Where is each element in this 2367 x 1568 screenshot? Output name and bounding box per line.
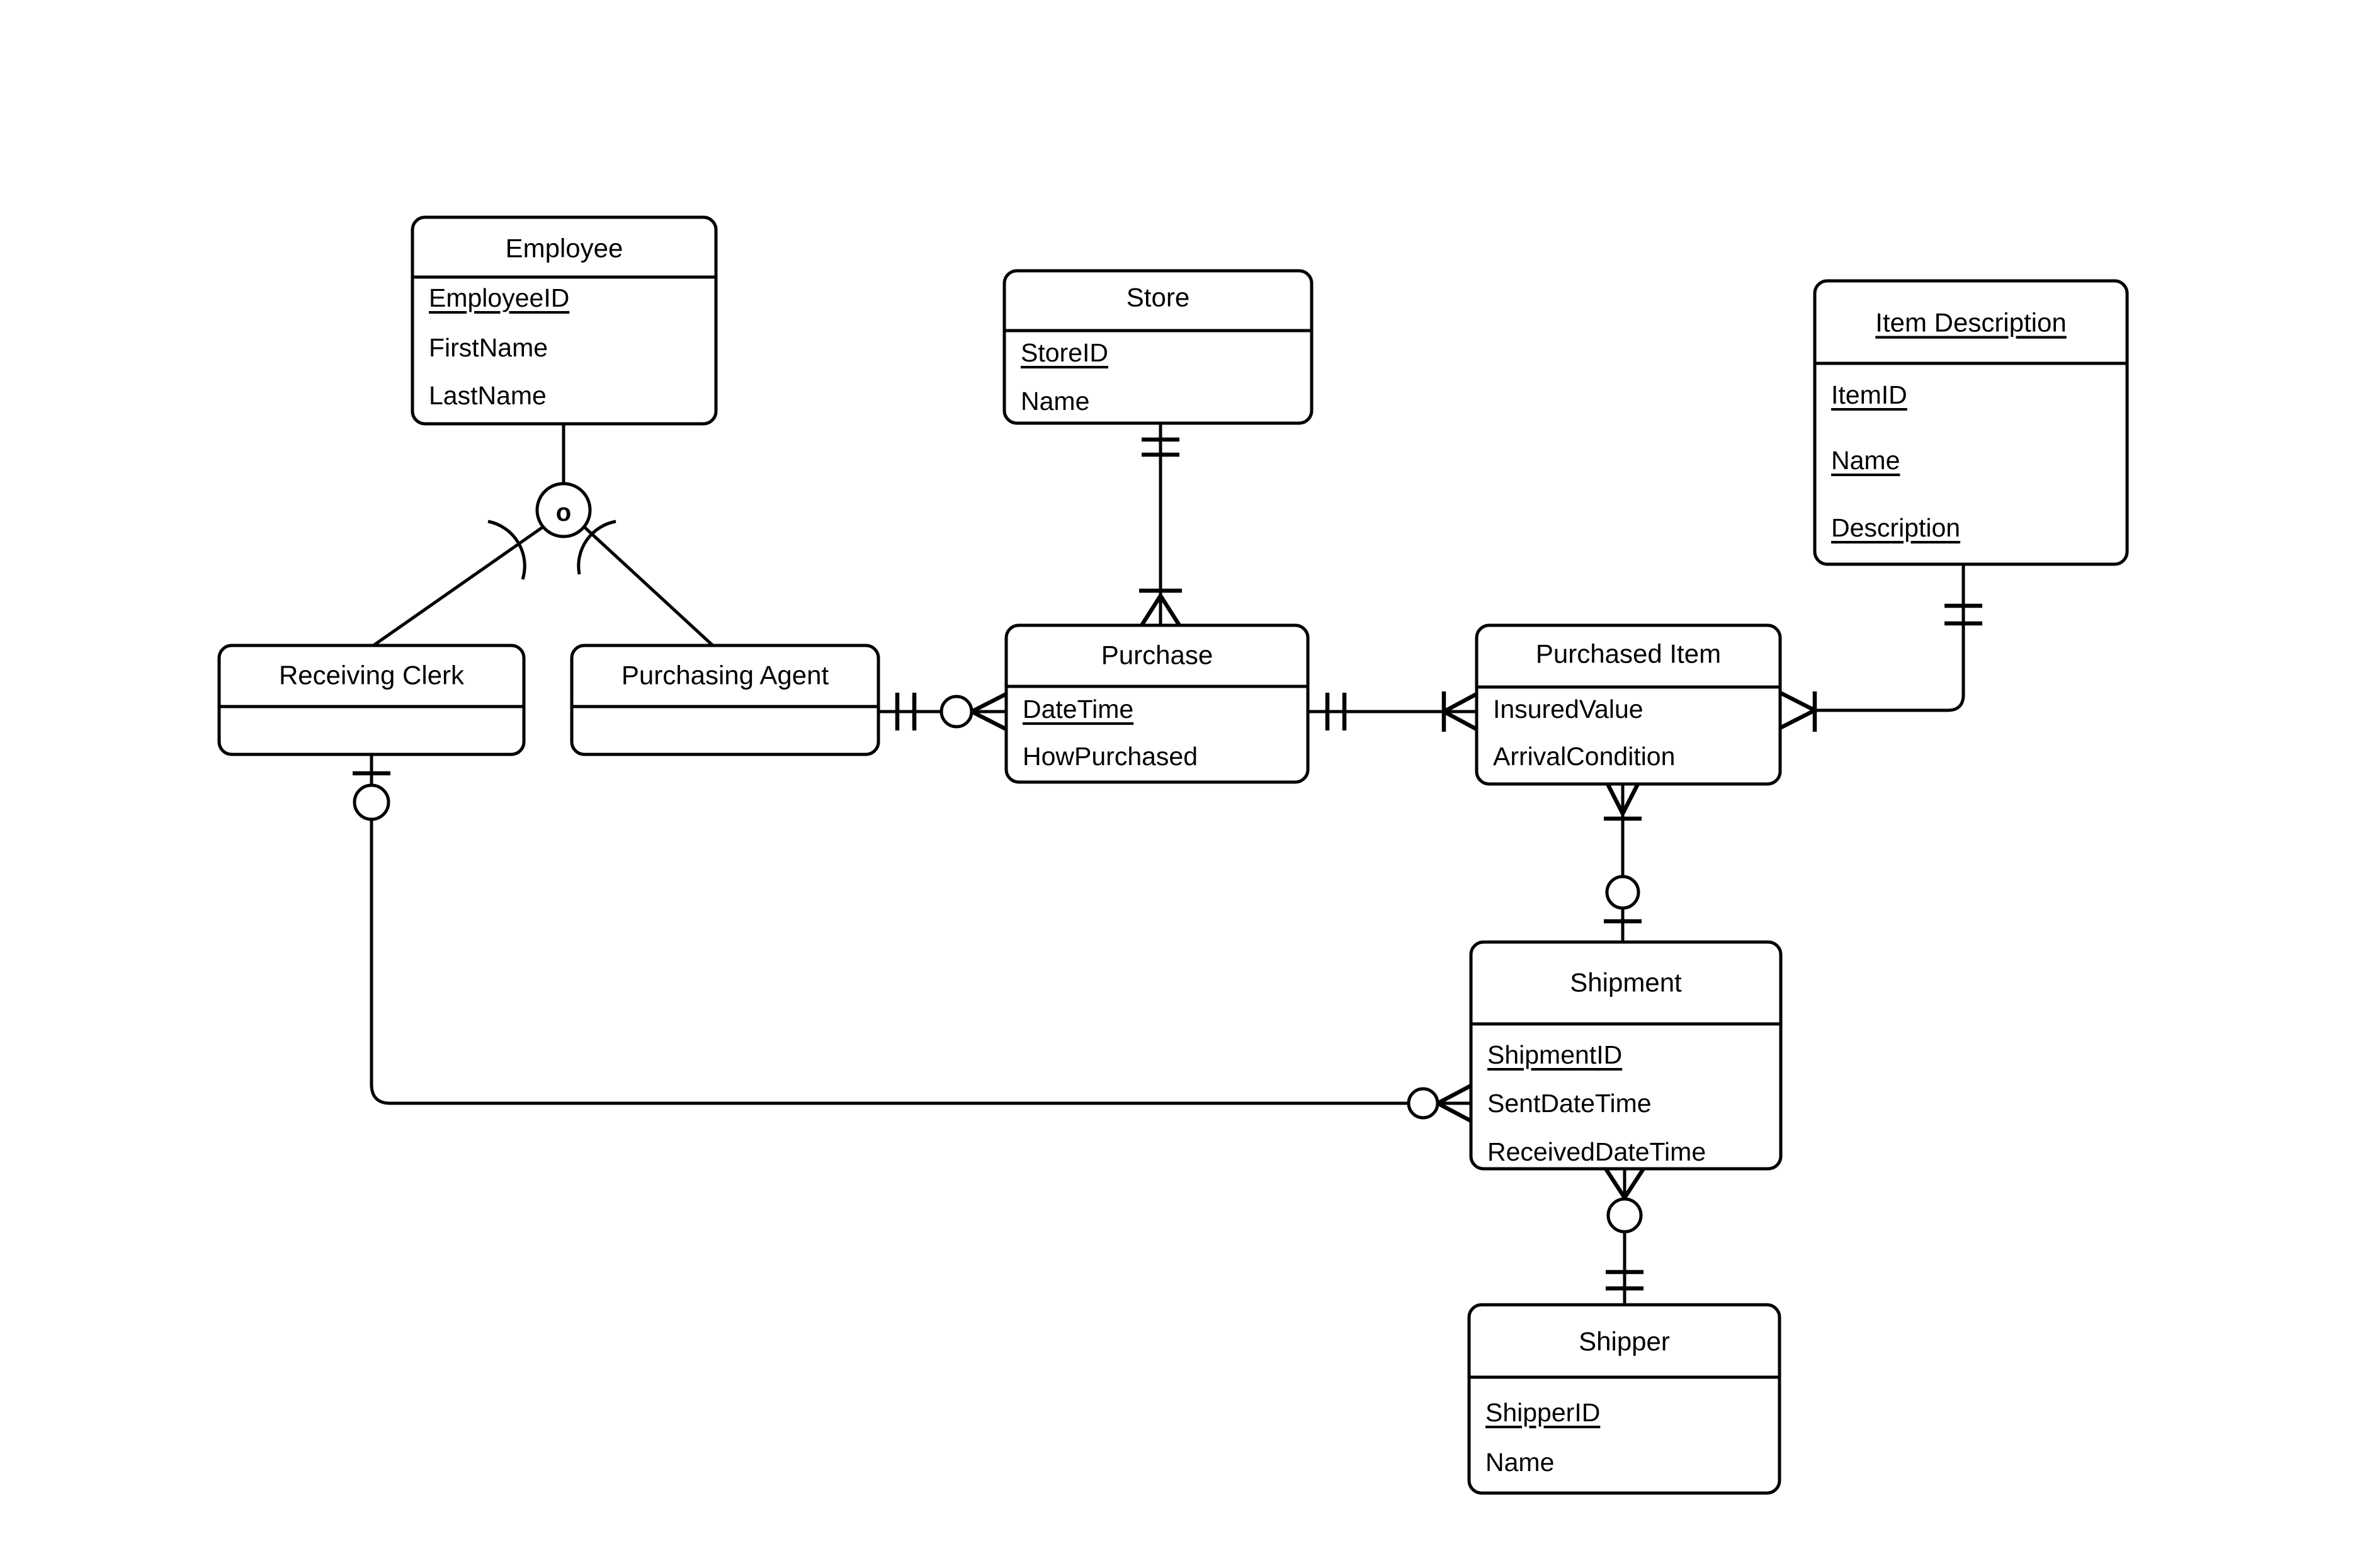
cardinality-tick [1140,594,1162,627]
entity-employee-attr-firstname: FirstName [429,333,548,362]
cardinality-tick [1159,594,1181,627]
entity-employee-box [411,215,718,426]
entity-purchased-item-box [1475,623,1782,786]
entity-purchase-box [1004,623,1310,784]
entity-shipment-attr-sentdatetime: SentDateTime [1487,1089,1652,1118]
entity-purchasing-agent-title: Purchasing Agent [622,661,829,690]
entity-store-title: Store [1127,283,1189,312]
entity-purchased-item-attr-arrivalcondition: ArrivalCondition [1493,742,1675,771]
cardinality-tick [1443,692,1478,713]
cardinality-circle [1606,1197,1643,1234]
entity-store-box [1002,269,1314,425]
cardinality-tick [970,692,1008,713]
relationship-item-description-purchased-item [1779,564,1982,732]
cardinality-tick [1604,1167,1626,1199]
cardinality-circle [353,783,390,821]
entity-employee-attr-lastname: LastName [429,381,547,410]
subtype-connector: o [372,424,714,647]
entity-employee-attr-employeeid: EmployeeID [429,283,569,312]
entity-shipper-attr-name: Name [1485,1448,1554,1477]
entity-purchase-title: Purchase [1101,640,1213,670]
entity-purchase-attr-howpurchased: HowPurchased [1023,742,1198,771]
cardinality-circle [1407,1087,1439,1120]
entity-item-description-box [1813,279,2129,566]
connector-line [577,520,616,575]
connector-line [1815,564,1965,712]
entity-receiving-clerk-box [217,644,526,756]
entity-item-description-attr-itemid: ItemID [1831,380,1907,409]
connector-line [372,525,544,647]
connector-line [370,754,1471,1105]
entity-purchasing-agent: Purchasing Agent [570,644,880,756]
relationship-shipment-shipper [1604,1167,1645,1305]
entity-shipper-box [1467,1303,1781,1495]
connector-line [583,526,714,647]
relationship-purchase-purchased-item [1308,691,1478,732]
cardinality-tick [1779,708,1816,730]
relationship-purchasing-agent-purchase [878,692,1008,731]
cardinality-tick [1606,783,1625,815]
entity-receiving-clerk-title: Receiving Clerk [279,661,465,690]
entity-receiving-clerk: Receiving Clerk [217,644,526,756]
entity-purchased-item: Purchased ItemInsuredValueArrivalConditi… [1475,623,1782,786]
cardinality-tick [1436,1084,1472,1105]
entity-shipment-attr-receiveddatetime: ReceivedDateTime [1487,1137,1706,1166]
cardinality-circle [939,695,973,729]
entity-purchasing-agent-box [570,644,880,756]
entity-item-description-attr-description: Description [1831,513,1960,542]
entity-purchase-attr-datetime: DateTime [1023,695,1133,724]
relationship-purchased-item-shipment [1604,783,1642,942]
cardinality-tick [1779,691,1816,712]
entity-item-description-attr-name: Name [1831,446,1900,475]
connector-line [487,520,526,580]
cardinality-tick [1623,1167,1645,1199]
entity-shipment-title: Shipment [1570,968,1682,997]
entity-store-attr-storeid: StoreID [1021,338,1108,367]
entity-shipment-attr-shipmentid: ShipmentID [1487,1040,1622,1069]
entity-purchased-item-attr-insuredvalue: InsuredValue [1493,695,1643,724]
relationship-receiving-clerk-shipment [353,754,1472,1123]
subtype-symbol-label: o [556,499,571,526]
entity-shipment-box [1469,940,1783,1171]
cardinality-circle [535,482,592,538]
entity-shipper-title: Shipper [1579,1327,1670,1356]
cardinality-circle [1605,875,1640,910]
cardinality-tick [970,710,1008,731]
entity-shipper-attr-shipperid: ShipperID [1485,1398,1600,1427]
cardinality-tick [1436,1101,1472,1123]
cardinality-tick [1443,710,1478,731]
entity-store-attr-name: Name [1021,387,1089,416]
cardinality-tick [1621,783,1640,815]
entity-item-description-title: Item Description [1875,308,2066,338]
relationship-store-purchase [1139,423,1182,627]
entity-employee-title: Employee [506,234,623,263]
entity-purchased-item-title: Purchased Item [1536,639,1721,669]
